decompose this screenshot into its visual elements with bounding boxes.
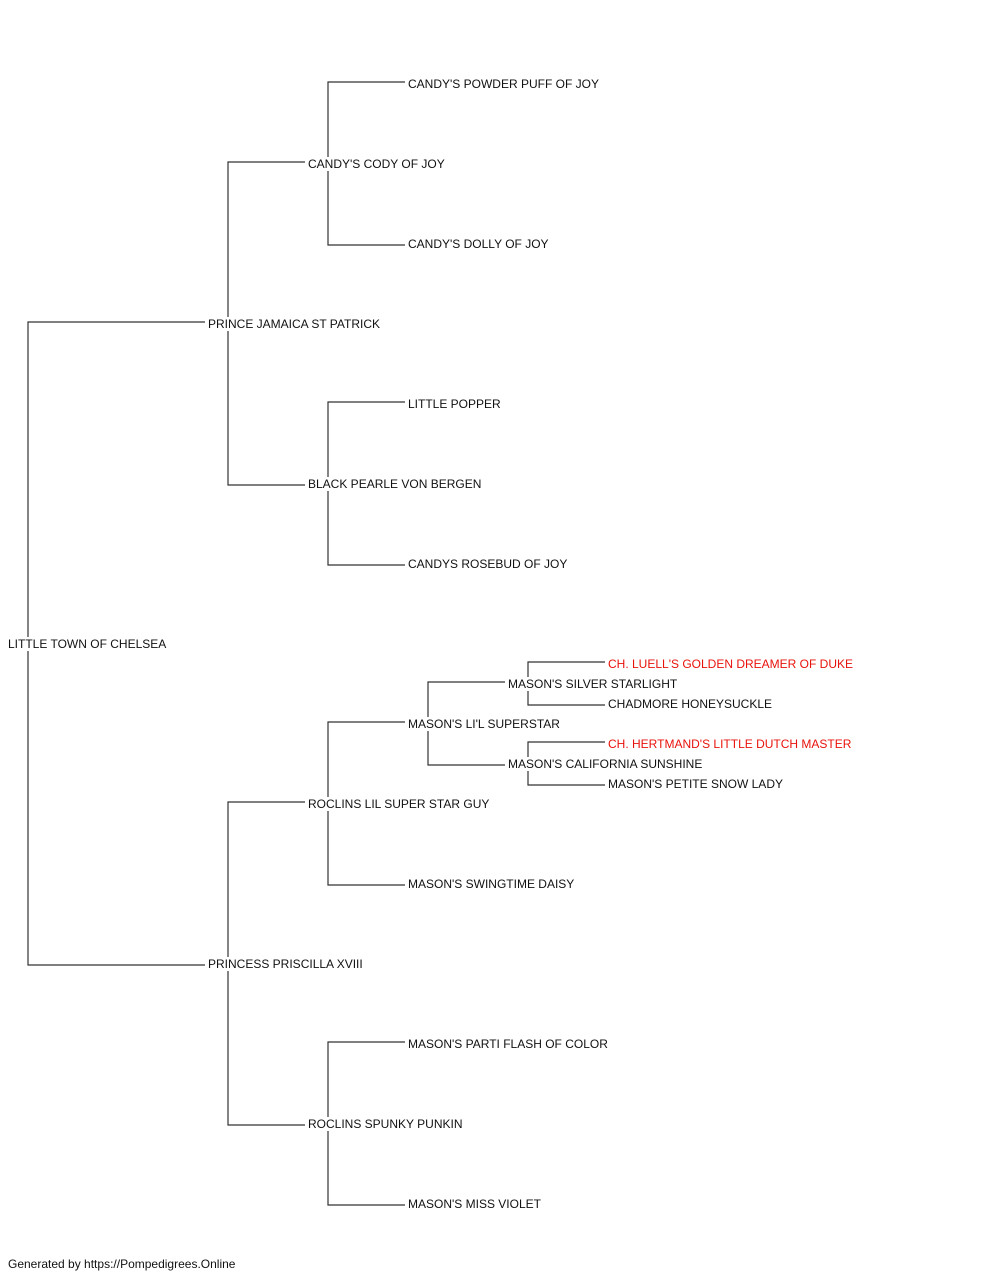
silver-starlight-name: MASON'S SILVER STARLIGHT: [507, 677, 679, 691]
connector-california-sunshine-dam: [527, 771, 605, 786]
connector-dam-dam-sire: [327, 1041, 405, 1117]
connector-sire-sire-sire: [327, 81, 405, 157]
connector-subject-dam: [27, 651, 205, 966]
champion-sire-name: CH. HERTMAND'S LITTLE DUTCH MASTER: [607, 737, 853, 751]
connector-dam-sire-sire-dam: [427, 731, 505, 766]
connector-dam-sire: [227, 801, 305, 957]
dam-sire-name: ROCLINS LIL SUPER STAR GUY: [307, 797, 491, 811]
connector-dam-sire-sire: [327, 721, 405, 797]
connector-dam-sire-sire-sire: [427, 681, 505, 717]
sire-name: PRINCE JAMAICA ST PATRICK: [207, 317, 382, 331]
connector-dam-dam-dam: [327, 1131, 405, 1206]
sire-sire-name: CANDY'S CODY OF JOY: [307, 157, 446, 171]
connector-sire-sire-dam: [327, 171, 405, 246]
dam-name: PRINCESS PRISCILLA XVIII: [207, 957, 364, 971]
sire-sire-dam-name: CANDY'S DOLLY OF JOY: [407, 237, 550, 251]
connector-dam-sire-dam: [327, 811, 405, 886]
connector-sire-dam-dam: [327, 491, 405, 566]
connector-silver-starlight-dam: [527, 691, 605, 706]
sire-dam-dam-name: CANDYS ROSEBUD OF JOY: [407, 557, 569, 571]
connector-silver-starlight-sire: [527, 661, 605, 677]
connector-subject-sire: [27, 321, 205, 637]
connector-sire-dam-sire: [327, 401, 405, 477]
sire-dam-sire-name: LITTLE POPPER: [407, 397, 502, 411]
connector-california-sunshine-sire: [527, 741, 605, 757]
sire-dam-name: BLACK PEARLE VON BERGEN: [307, 477, 483, 491]
subject-name: LITTLE TOWN OF CHELSEA: [7, 637, 168, 651]
california-sunshine-name: MASON'S CALIFORNIA SUNSHINE: [507, 757, 704, 771]
generated-by-footer: Generated by https://Pompedigrees.Online: [8, 1257, 236, 1271]
dam-sire-dam-name: MASON'S SWINGTIME DAISY: [407, 877, 576, 891]
dam-dam-sire-name: MASON'S PARTI FLASH OF COLOR: [407, 1037, 609, 1051]
champion-sire-name: CH. LUELL'S GOLDEN DREAMER OF DUKE: [607, 657, 855, 671]
connector-dam-dam: [227, 971, 305, 1126]
dam-sire-sire-name: MASON'S LI'L SUPERSTAR: [407, 717, 561, 731]
connector-sire-sire: [227, 161, 305, 317]
dam-dam-name: ROCLINS SPUNKY PUNKIN: [307, 1117, 464, 1131]
connector-sire-dam: [227, 331, 305, 486]
chadmore-honeysuckle-name: CHADMORE HONEYSUCKLE: [607, 697, 774, 711]
petite-snow-lady-name: MASON'S PETITE SNOW LADY: [607, 777, 784, 791]
sire-sire-sire-name: CANDY'S POWDER PUFF OF JOY: [407, 77, 600, 91]
dam-dam-dam-name: MASON'S MISS VIOLET: [407, 1197, 542, 1211]
